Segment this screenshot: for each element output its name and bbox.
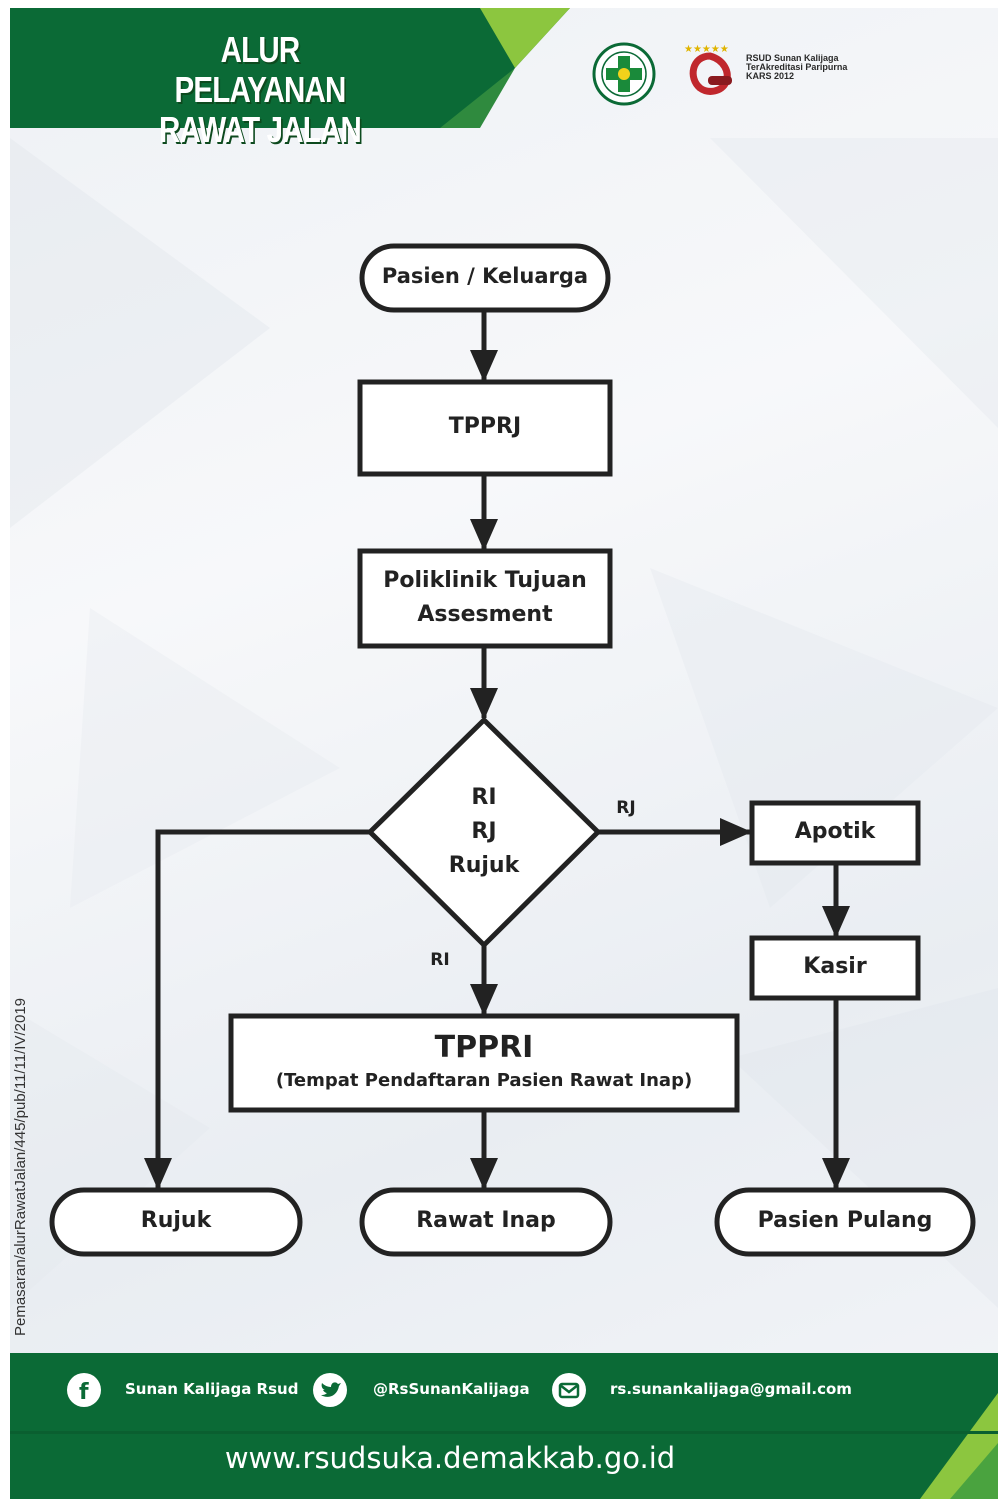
end-rujuk-node: [49, 1187, 303, 1257]
arrowhead-9: [822, 1158, 850, 1190]
end-rawat-inap-node: [359, 1187, 613, 1257]
tpprj-box: [357, 379, 613, 477]
poliklinik-label-line-1: Poliklinik Tujuan: [383, 568, 587, 593]
decision-label-line-2: RJ: [471, 819, 497, 844]
title-line-1: ALUR PELAYANAN: [174, 29, 347, 110]
website-link[interactable]: www.rsudsuka.demakkab.go.id: [224, 1441, 676, 1475]
decision-label-line-3: Rujuk: [448, 853, 520, 878]
email-link[interactable]: rs.sunankalijaga@gmail.com: [610, 1380, 852, 1398]
arrowhead-7: [470, 1158, 498, 1190]
decision-label-line-1: RI: [471, 785, 497, 810]
arrowhead-6: [470, 984, 498, 1016]
accreditation-line-3: KARS 2012: [746, 71, 795, 81]
page-title: ALUR PELAYANAN RAWAT JALAN: [141, 30, 379, 150]
arrowhead-2: [470, 519, 498, 551]
poliklinik-box: [357, 548, 613, 649]
title-line-2: RAWAT JALAN: [158, 109, 362, 150]
tppri-subtitle: (Tempat Pendaftaran Pasien Rawat Inap): [275, 1070, 693, 1091]
hospital-cross-logo: [592, 42, 656, 106]
kasir-label: Kasir: [803, 954, 867, 979]
tpprj-label: TPPRJ: [448, 414, 522, 439]
document-code: Pemasaran/alurRawatJalan/445/pub/11/11/I…: [12, 997, 29, 1336]
accreditation-text: RSUD Sunan Kalijaga TerAkreditasi Paripu…: [746, 54, 886, 81]
footer-accent: [920, 1393, 998, 1499]
twitter-link[interactable]: @RsSunanKalijaga: [373, 1380, 530, 1398]
start-label: Pasien / Keluarga: [381, 264, 589, 288]
arrowhead-3: [470, 688, 498, 720]
header-band: [10, 8, 570, 128]
arrowhead-4: [720, 818, 752, 846]
email-icon[interactable]: [552, 1373, 586, 1407]
apotik-label: Apotik: [794, 819, 876, 844]
accreditation-line-1: RSUD Sunan Kalijaga: [746, 53, 839, 63]
end-rawat-inap-label: Rawat Inap: [416, 1208, 556, 1233]
arrowhead-8: [144, 1158, 172, 1190]
svg-text:f: f: [79, 1380, 89, 1405]
flowchart-diagram: [49, 243, 976, 1257]
end-rujuk-label: Rujuk: [140, 1208, 212, 1233]
footer: f Sunan Kalijaga Rsud @RsSunanKalijaga r…: [10, 1353, 998, 1499]
tppri-title: TPPRI: [434, 1030, 534, 1065]
footer-divider: [10, 1431, 998, 1434]
kars-accreditation-logo: ★★★★★: [684, 44, 732, 95]
accreditation-line-2: TerAkreditasi Paripurna: [746, 62, 848, 72]
facebook-link[interactable]: Sunan Kalijaga Rsud: [125, 1380, 299, 1398]
poliklinik-label-line-2: Assesment: [417, 602, 553, 627]
arrowhead-1: [470, 350, 498, 382]
svg-text:★★★★★: ★★★★★: [684, 44, 729, 55]
branch-label-rj: RJ: [616, 798, 636, 818]
branch-label-ri: RI: [430, 950, 450, 970]
facebook-icon[interactable]: f: [67, 1373, 101, 1407]
poster: ALUR PELAYANAN RAWAT JALAN ★★★★★ RSUD Su…: [10, 8, 998, 1499]
end-pasien-pulang-node: [714, 1187, 976, 1257]
twitter-icon[interactable]: [313, 1373, 347, 1407]
end-pasien-pulang-label: Pasien Pulang: [757, 1208, 933, 1233]
arrowhead-5: [822, 906, 850, 938]
arrow-decision-to-rujuk: [155, 829, 370, 1188]
